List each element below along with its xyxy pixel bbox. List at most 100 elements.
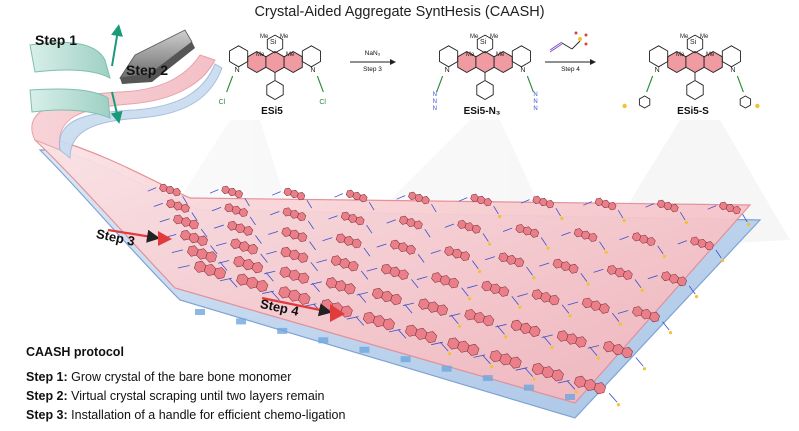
methyl-label: Me: [256, 52, 265, 58]
lattice-molecule: [153, 199, 198, 221]
lattice-molecule: [310, 277, 367, 303]
lattice-molecule-lower: [277, 327, 288, 334]
lattice-molecule: [458, 193, 502, 219]
step1-plate-bottom: [29, 88, 111, 119]
protocol-step-3: Step 3: Installation of a handle for eff…: [26, 408, 345, 422]
azide-n-label: N: [433, 106, 437, 112]
si-atom-label: Si: [690, 39, 697, 46]
lattice-molecule: [473, 350, 536, 381]
lattice-molecule: [430, 246, 482, 274]
lattice-molecule: [346, 311, 407, 339]
molecule-label-esi5: ESi5: [261, 106, 283, 117]
lattice-molecule: [495, 319, 554, 350]
methyl-label: Me: [470, 34, 479, 40]
lattice-molecule: [416, 272, 472, 301]
lattice-molecule: [617, 306, 673, 335]
methyl-label: Me: [260, 34, 269, 40]
methyl-label: Me: [700, 34, 709, 40]
lattice-molecule: [262, 286, 322, 314]
methyl-label: Me: [466, 52, 475, 58]
lattice-molecule: [396, 191, 437, 213]
chlorine-label: Cl: [319, 99, 326, 106]
lattice-molecule: [328, 211, 373, 234]
chlorine-label: Cl: [219, 99, 226, 106]
lattice-molecule: [541, 330, 600, 360]
lattice-molecule: [484, 252, 536, 280]
protocol-title: CAASH protocol: [26, 345, 124, 359]
nitrogen-label: N: [655, 67, 660, 74]
sulfur-atom: [755, 103, 760, 109]
reaction-step4-label: Step 4: [561, 66, 580, 73]
protocol-step-1-text: Grow crystal of the bare bone monomer: [67, 370, 292, 384]
lattice-molecule: [268, 227, 316, 251]
step1-plate-top: [29, 41, 111, 79]
lattice-molecule: [177, 260, 238, 288]
lattice-molecule-lower: [236, 318, 247, 325]
lattice-molecule: [431, 337, 494, 369]
lattice-molecule: [567, 297, 622, 326]
azide-n-label: N: [533, 106, 537, 112]
lattice-molecule: [557, 375, 621, 407]
lattice-molecule: [386, 215, 431, 238]
lattice-molecule: [619, 232, 666, 258]
lattice-molecule: [171, 245, 228, 271]
protocol-step-3-label: Step 3:: [26, 408, 68, 422]
lattice-molecule: [266, 246, 318, 272]
lattice-molecule: [539, 258, 590, 286]
lattice-molecule-lower: [359, 346, 370, 353]
si-atom-label: Si: [270, 39, 277, 46]
methyl-label: Me: [676, 52, 685, 58]
lattice-molecule: [520, 195, 564, 221]
lattice-molecule-lower: [482, 375, 493, 382]
lattice-molecule: [159, 214, 208, 238]
step4-arrow: [261, 296, 333, 317]
nitrogen-label: N: [520, 67, 525, 74]
lattice-molecule-lower: [441, 365, 452, 372]
lattice-molecule-lower: [318, 337, 329, 344]
methyl-label: Me: [680, 34, 689, 40]
lattice-molecule: [264, 266, 320, 293]
diagram-title: Crystal-Aided Aggregate SyntHesis (CAASH…: [254, 4, 545, 20]
step3-arrow: [107, 228, 161, 243]
lattice-molecule: [561, 228, 608, 254]
lattice-molecule: [707, 201, 751, 227]
protocol-step-2-label: Step 2:: [26, 389, 68, 403]
lattice-molecule: [444, 219, 492, 246]
protocol-step-3-text: Installation of a handle for efficient c…: [67, 408, 346, 422]
lattice-molecule-lower: [400, 356, 411, 363]
nitrogen-label: N: [445, 67, 450, 74]
lattice-molecule: [219, 273, 280, 301]
lattice-molecule: [213, 220, 262, 244]
lattice-molecule: [583, 197, 626, 223]
lattice-molecule: [209, 185, 250, 207]
lattice-molecule-lower: [195, 309, 205, 315]
lattice-molecule: [356, 287, 413, 314]
protocol-step-2-text: Virtual crystal scraping until two layer…: [67, 389, 325, 403]
lattice-molecule: [388, 324, 452, 356]
reagent-nan3: NaN₃: [364, 50, 381, 57]
lattice-molecule: [366, 263, 419, 289]
azide-n-label: N: [433, 99, 437, 105]
lattice-molecule: [502, 224, 550, 250]
lattice-molecule: [147, 183, 188, 205]
lattice-molecule: [587, 341, 647, 371]
lattice-molecule: [316, 255, 369, 280]
reaction-step3-label: Step 3: [363, 66, 382, 73]
lattice-molecule: [467, 280, 522, 309]
methyl-label: Me: [496, 52, 505, 58]
lattice-molecule: [449, 309, 508, 339]
methyl-label: Me: [286, 52, 295, 58]
sulfonate-reagent-icon: [549, 31, 588, 53]
lattice-molecule: [322, 233, 371, 257]
lattice-molecule: [517, 289, 572, 318]
nitrogen-label: N: [235, 67, 240, 74]
methyl-label: Me: [706, 52, 715, 58]
lattice-molecule: [515, 363, 578, 394]
step2-label: Step 2: [126, 62, 169, 78]
lattice-molecule: [272, 187, 313, 209]
